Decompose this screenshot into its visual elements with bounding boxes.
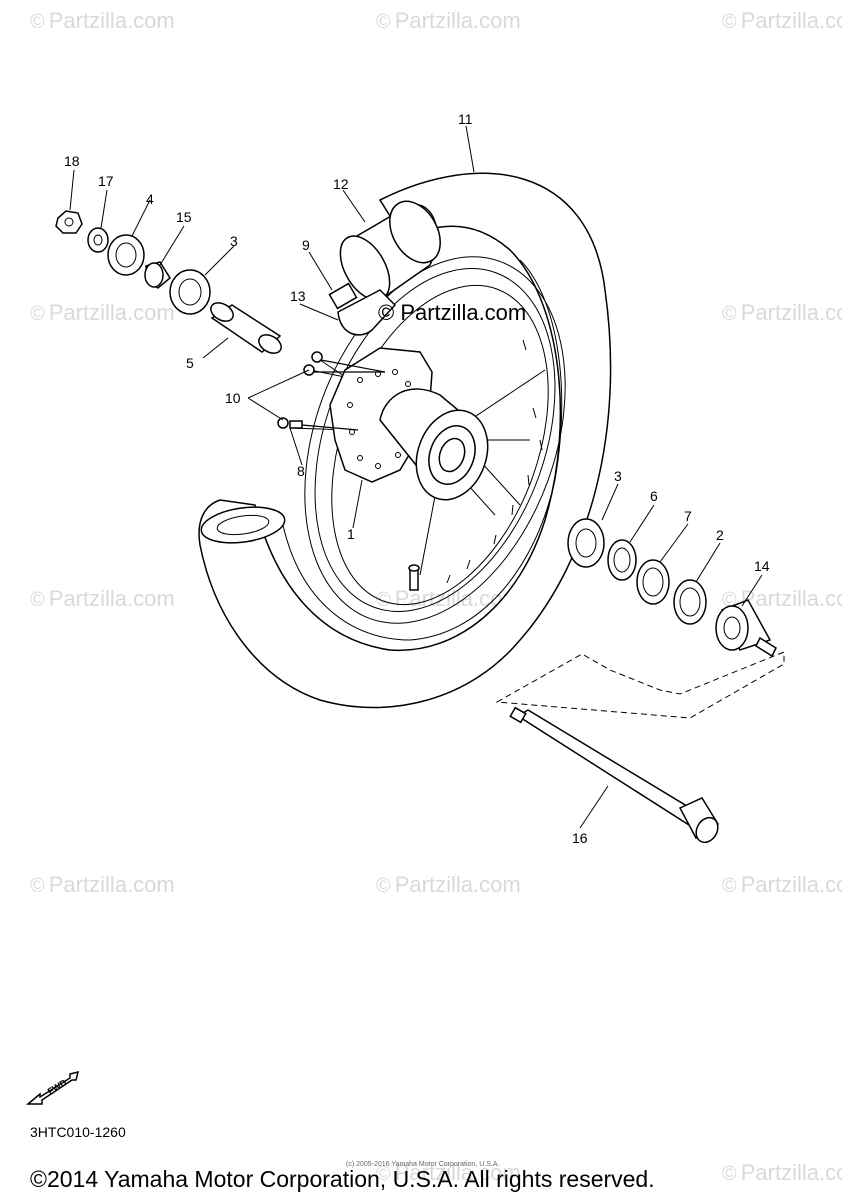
callout-18: 18: [64, 153, 80, 169]
watermark: ©Partzilla.com: [30, 8, 175, 33]
callout-7: 7: [684, 508, 692, 524]
washer-17[interactable]: [87, 227, 109, 253]
callout-11: 11: [458, 111, 473, 127]
watermark: ©Partzilla.com: [722, 872, 842, 897]
spacer-5[interactable]: [208, 299, 285, 357]
oil-seal-2[interactable]: [673, 579, 707, 625]
callout-2: 2: [716, 527, 724, 543]
callout-3-left: 3: [230, 233, 238, 249]
watermark: ©Partzilla.com: [722, 586, 842, 611]
callout-1: 1: [347, 526, 355, 542]
hub[interactable]: [329, 347, 500, 510]
watermark: ©Partzilla.com: [30, 872, 175, 897]
callout-3-right: 3: [614, 468, 622, 484]
watermark: ©Partzilla.com: [30, 586, 175, 611]
assembly-outline: [495, 651, 785, 719]
callout-13: 13: [290, 288, 306, 304]
oil-seal-4[interactable]: [107, 234, 145, 276]
watermark: ©Partzilla.com: [376, 1160, 521, 1185]
center-watermark: © Partzilla.com: [378, 300, 527, 325]
callout-16: 16: [572, 830, 588, 846]
spoke-nipple-8[interactable]: [277, 417, 359, 431]
collar-15[interactable]: [144, 261, 171, 289]
tire[interactable]: [198, 172, 612, 709]
fwd-arrow-icon: FWD: [26, 1070, 80, 1105]
callout-4: 4: [146, 191, 154, 207]
drawing-code: 3HTC010-1260: [30, 1124, 126, 1140]
fwd-label: FWD: [46, 1077, 69, 1097]
watermark: ©Partzilla.com: [376, 8, 521, 33]
callout-12: 12: [333, 176, 349, 192]
axle-16[interactable]: [509, 706, 722, 847]
valve-stem: [408, 564, 420, 591]
oil-seal-7[interactable]: [636, 559, 670, 605]
callout-17: 17: [98, 173, 114, 189]
callout-10: 10: [225, 390, 241, 406]
tube[interactable]: [330, 192, 450, 308]
watermark: ©Partzilla.com: [722, 1160, 842, 1185]
bearing-3-right[interactable]: [567, 518, 605, 568]
callout-6: 6: [650, 488, 658, 504]
valve-cap[interactable]: [328, 282, 358, 310]
callout-8: 8: [297, 463, 305, 479]
nut-18[interactable]: [55, 210, 83, 234]
rim-band[interactable]: [337, 289, 397, 336]
callout-15: 15: [176, 209, 192, 225]
leader-lines: [69, 125, 763, 829]
callout-5: 5: [186, 355, 194, 371]
watermark: ©Partzilla.com: [722, 8, 842, 33]
watermark: ©Partzilla.com: [376, 872, 521, 897]
bearing-3-left[interactable]: [169, 269, 211, 315]
clutch-6[interactable]: [607, 539, 637, 581]
callout-9: 9: [302, 237, 310, 253]
callout-labels: 11 12 9 13 18 17 4 15 3 5 10 8 1 3 6 7 2…: [64, 111, 770, 846]
watermark: ©Partzilla.com: [30, 300, 175, 325]
meter-gear-14[interactable]: [715, 599, 777, 658]
copyright-notice: ©2014 Yamaha Motor Corporation, U.S.A. A…: [30, 1166, 655, 1192]
callout-14: 14: [754, 558, 770, 574]
watermark: ©Partzilla.com: [722, 300, 842, 325]
fine-print: (c) 2005-2016 Yamaha Motor Corporation, …: [346, 1161, 500, 1168]
